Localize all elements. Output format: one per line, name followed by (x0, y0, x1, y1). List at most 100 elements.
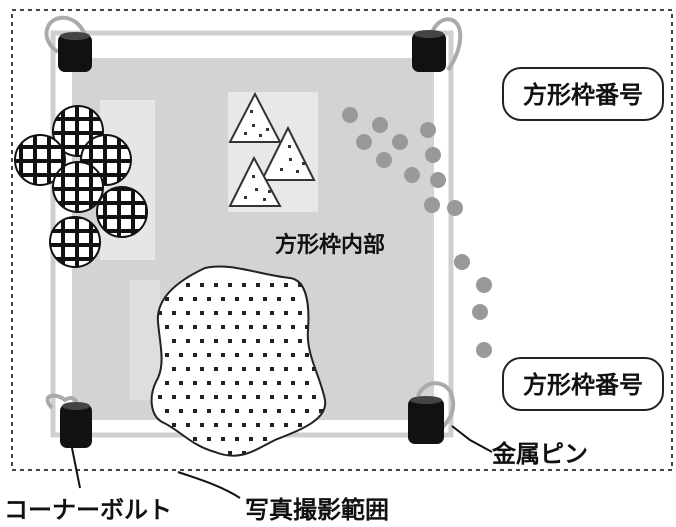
gray-dot-icon (392, 134, 408, 150)
stipple-dot (193, 353, 197, 357)
stipple-dot (249, 297, 253, 301)
grid-circles-group (14, 105, 148, 268)
stipple-dot (179, 297, 183, 301)
frame-number-label-bottom: 方形枠番号 (523, 371, 643, 399)
stipple-dot (256, 311, 260, 315)
triangle-icon (228, 155, 282, 207)
gray-dot-icon (342, 107, 358, 123)
stipple-dot (249, 437, 253, 441)
corner-bolt-top-left (44, 15, 92, 72)
stipple-dot (200, 339, 204, 343)
stipple-dot (242, 283, 246, 287)
stipple-dot (277, 325, 281, 329)
stipple-dot (228, 451, 232, 455)
triangles-group (228, 91, 316, 207)
stipple-dot (249, 381, 253, 385)
stipple-dot (284, 339, 288, 343)
stipple-dot (270, 395, 274, 399)
gray-dot-icon (447, 200, 463, 216)
photo-range-border (11, 9, 673, 471)
gray-dot-icon (376, 152, 392, 168)
stipple-dot (228, 367, 232, 371)
stipple-dot (172, 395, 176, 399)
stipple-dot (158, 395, 162, 399)
stipple-dot (165, 297, 169, 301)
stipple-dot (214, 367, 218, 371)
stipple-dot (263, 353, 267, 357)
stipple-dot (207, 409, 211, 413)
stipple-dot (270, 311, 274, 315)
corner-bolt-bottom-left (45, 393, 92, 448)
stipple-dot (186, 339, 190, 343)
stipple-dot (256, 339, 260, 343)
stipple-dot (298, 367, 302, 371)
stipple-dot (270, 423, 274, 427)
stipple-dot (256, 395, 260, 399)
stipple-dot (186, 395, 190, 399)
corner-bolt-leader (71, 447, 81, 489)
stipple-dot (186, 311, 190, 315)
stipple-dot (165, 409, 169, 413)
stipple-dot (221, 353, 225, 357)
stipple-dot (200, 311, 204, 315)
stipple-dot (228, 339, 232, 343)
stipple-dot (291, 381, 295, 385)
metal-pin-leader (451, 425, 493, 453)
interior-patch (130, 280, 160, 400)
stipple-dot (235, 353, 239, 357)
stipple-dot (193, 325, 197, 329)
stipple-dot (277, 409, 281, 413)
stipple-dot (186, 367, 190, 371)
stipple-dot (207, 381, 211, 385)
stipple-dot (179, 409, 183, 413)
frame-number-box-bottom: 方形枠番号 (502, 357, 664, 411)
stipple-dot (249, 409, 253, 413)
stipple-dot (242, 311, 246, 315)
stipple-dot (207, 297, 211, 301)
stipple-dot (270, 339, 274, 343)
stipple-dot (172, 367, 176, 371)
photo-range-leader (177, 471, 241, 499)
stipple-dot (235, 297, 239, 301)
stipple-dot (284, 423, 288, 427)
stipple-dot (291, 325, 295, 329)
frame-number-box-top: 方形枠番号 (502, 67, 664, 121)
grid-circle-icon (52, 161, 104, 213)
corner-bolt-bottom-right (408, 381, 456, 444)
stipple-dot (242, 395, 246, 399)
corner-bolt-icon (412, 32, 446, 72)
stipple-dot (284, 367, 288, 371)
stipple-dot (221, 409, 225, 413)
stipple-dot (284, 395, 288, 399)
stipple-dot (214, 423, 218, 427)
stipple-dot (249, 325, 253, 329)
stipple-dot (298, 311, 302, 315)
stipple-dot (284, 283, 288, 287)
grid-circle-icon (49, 216, 101, 268)
metal-pin-label: 金属ピン (491, 440, 588, 468)
corner-bolt-icon (60, 404, 92, 448)
stipple-dot (200, 367, 204, 371)
grid-circle-icon (14, 134, 66, 186)
stipple-dot (186, 283, 190, 287)
stipple-dot (284, 311, 288, 315)
stipple-dot (165, 353, 169, 357)
photo-range-label: 写真撮影範囲 (245, 496, 389, 524)
stipple-dot (221, 325, 225, 329)
stipple-dot (312, 395, 316, 399)
stipple-dot (263, 297, 267, 301)
stipple-dot (242, 339, 246, 343)
stipple-dot (277, 353, 281, 357)
stipple-dot (179, 353, 183, 357)
stipple-dot (242, 367, 246, 371)
stipple-dot (242, 423, 246, 427)
stipple-dot (305, 353, 309, 357)
grid-circle-icon (96, 186, 148, 238)
stipple-dot (193, 409, 197, 413)
stipple-dot (298, 395, 302, 399)
gray-dot-icon (476, 277, 492, 293)
stipple-dot (172, 423, 176, 427)
stipple-dot (298, 339, 302, 343)
stipple-dot (214, 311, 218, 315)
